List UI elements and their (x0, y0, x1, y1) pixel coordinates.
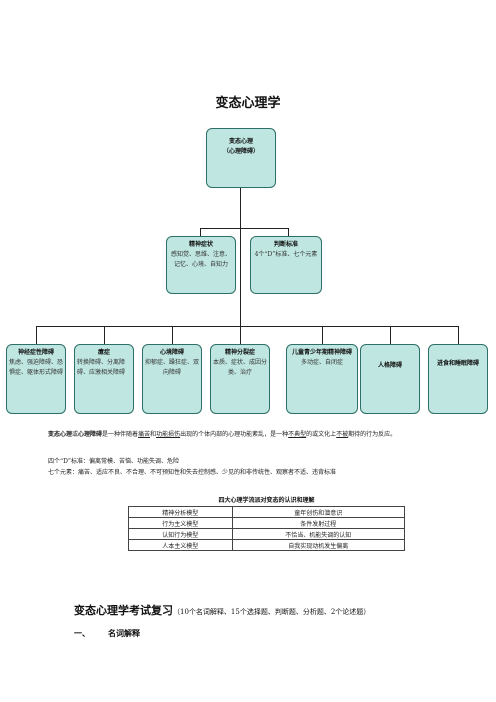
table-caption: 四大心理学流派对变态的认识和理解 (218, 497, 315, 504)
term-atypical: 不典型 (288, 431, 307, 438)
term-impairment: 功能损伤 (156, 431, 181, 438)
table-cell: 人本主义模型 (128, 539, 233, 551)
connector-l3-4 (240, 326, 241, 346)
definition-or: 或 (72, 431, 79, 438)
connector-main-down (240, 238, 241, 326)
four-d-criteria: 四个“D”标准：偏离常模、苦恼、功能失调、危险 (48, 458, 179, 465)
exam-note: （10个名词解释、15个选择题、判断题、分析题、2个论述题） (173, 608, 371, 616)
table-row: 行为主义模型 条件发射过程 (128, 517, 405, 529)
node-eating-sleep-title: 进食和睡眠障碍 (436, 360, 479, 367)
node-hysteria-text: 转换障碍、分离障碍、应激相关障碍 (77, 359, 126, 376)
table-cell: 条件发射过程 (231, 517, 405, 529)
node-personality: 人格障碍 (360, 344, 420, 414)
node-child-adolescent: 儿童青少年期精神障碍 多动症、自闭症 (286, 344, 358, 414)
connector-root-down (240, 188, 241, 238)
table-row: 认知行为模型 不恰当、机能失调的认知 (128, 528, 405, 540)
exam-title: 变态心理学考试复习 (74, 604, 173, 617)
node-criteria: 判断标准 4个“D”标准、七个元素 (250, 236, 322, 294)
node-neurotic-text: 焦虑、强迫障碍、恐惧症、躯体形式障碍 (9, 359, 64, 376)
node-mood-text: 抑郁症、躁狂症、双向障碍 (145, 359, 200, 376)
term-not-expected: 不被 (336, 431, 349, 438)
node-eating-sleep: 进食和睡眠障碍 (428, 344, 488, 414)
table-cell: 自我实现动机发生偏离 (231, 539, 405, 551)
connector-level2-right (288, 228, 289, 238)
page-title: 变态心理学 (215, 96, 281, 111)
connector-l3-2 (104, 326, 105, 346)
section-label: 名词解释 (108, 628, 140, 638)
table-cell: 童年创伤和潜意识 (231, 506, 405, 518)
table-cell: 行为主义模型 (128, 517, 233, 529)
node-schizophrenia-title: 精神分裂症 (224, 349, 255, 356)
node-child-adolescent-text: 多动症、自闭症 (300, 359, 343, 366)
table-cell: 认知行为模型 (128, 528, 233, 540)
node-symptoms: 精神症状 感知觉、思维、注意、记忆、心境、自知力 (166, 236, 236, 294)
node-personality-title: 人格障碍 (377, 362, 402, 369)
node-criteria-text: 4个“D”标准、七个元素 (254, 251, 318, 258)
table-row: 人本主义模型 自我实现动机发生偏离 (128, 539, 405, 551)
node-schizophrenia: 精神分裂症 本质、症状、成因分类、治疗 (210, 344, 270, 414)
definition-text-1: 是一种伴随着 (102, 431, 139, 438)
root-node-title: 变态心理 (228, 138, 253, 145)
connector-l3-1 (36, 326, 37, 346)
definition-text-2: 出现的个体内部的心理功能紊乱，是一种 (180, 431, 289, 438)
definition-text-3: 的或文化上 (306, 431, 337, 438)
seven-elements: 七个元素：痛苦、适应不良、不合理、不可预知性和失去控制感、少见的和非传统性、观察… (48, 469, 337, 476)
term-distress: 痛苦 (138, 431, 151, 438)
node-mood-title: 心境障碍 (159, 349, 184, 356)
connector-level3-bar (36, 326, 459, 327)
node-schizophrenia-text: 本质、症状、成因分类、治疗 (213, 359, 268, 376)
node-symptoms-text: 感知觉、思维、注意、记忆、心境、自知力 (170, 251, 231, 268)
schools-table: 精神分析模型 童年创伤和潜意识 行为主义模型 条件发射过程 认知行为模型 不恰当… (128, 506, 405, 551)
definition-paragraph: 变态心理或心理障碍是一种伴随着痛苦和功能损伤出现的个体内部的心理功能紊乱，是一种… (48, 430, 448, 440)
node-hysteria-title: 癔症 (97, 349, 110, 356)
connector-level2-bar (200, 228, 288, 229)
node-mood: 心境障碍 抑郁症、躁狂症、双向障碍 (142, 344, 202, 414)
connector-l3-3 (172, 326, 173, 346)
connector-l3-6 (390, 326, 391, 346)
node-hysteria: 癔症 转换障碍、分离障碍、应激相关障碍 (74, 344, 134, 414)
node-criteria-title: 判断标准 (273, 241, 298, 248)
definition-and: 和 (150, 431, 157, 438)
table-cell: 精神分析模型 (128, 506, 233, 518)
node-symptoms-title: 精神症状 (188, 241, 213, 248)
exam-heading: 变态心理学考试复习（10个名词解释、15个选择题、判断题、分析题、2个论述题） (74, 602, 370, 618)
table-row: 精神分析模型 童年创伤和潜意识 (128, 506, 405, 518)
connector-level2-left (200, 228, 201, 238)
section-number: 一、 (74, 628, 90, 638)
node-neurotic: 神经症性障碍 焦虑、强迫障碍、恐惧症、躯体形式障碍 (6, 344, 66, 414)
root-node: 变态心理 （心理障碍） (206, 128, 276, 188)
root-node-subtitle: （心理障碍） (222, 148, 259, 155)
definition-text-4: 期待的行为反应。 (348, 431, 397, 438)
term-abnormal-psychology: 变态心理 (48, 431, 73, 438)
table-cell: 不恰当、机能失调的认知 (231, 528, 405, 540)
term-psychological-disorder: 心理障碍 (78, 431, 103, 438)
node-child-adolescent-title: 儿童青少年期精神障碍 (291, 349, 352, 356)
connector-l3-7 (458, 326, 459, 346)
node-neurotic-title: 神经症性障碍 (17, 349, 54, 356)
connector-l3-5 (322, 326, 323, 346)
